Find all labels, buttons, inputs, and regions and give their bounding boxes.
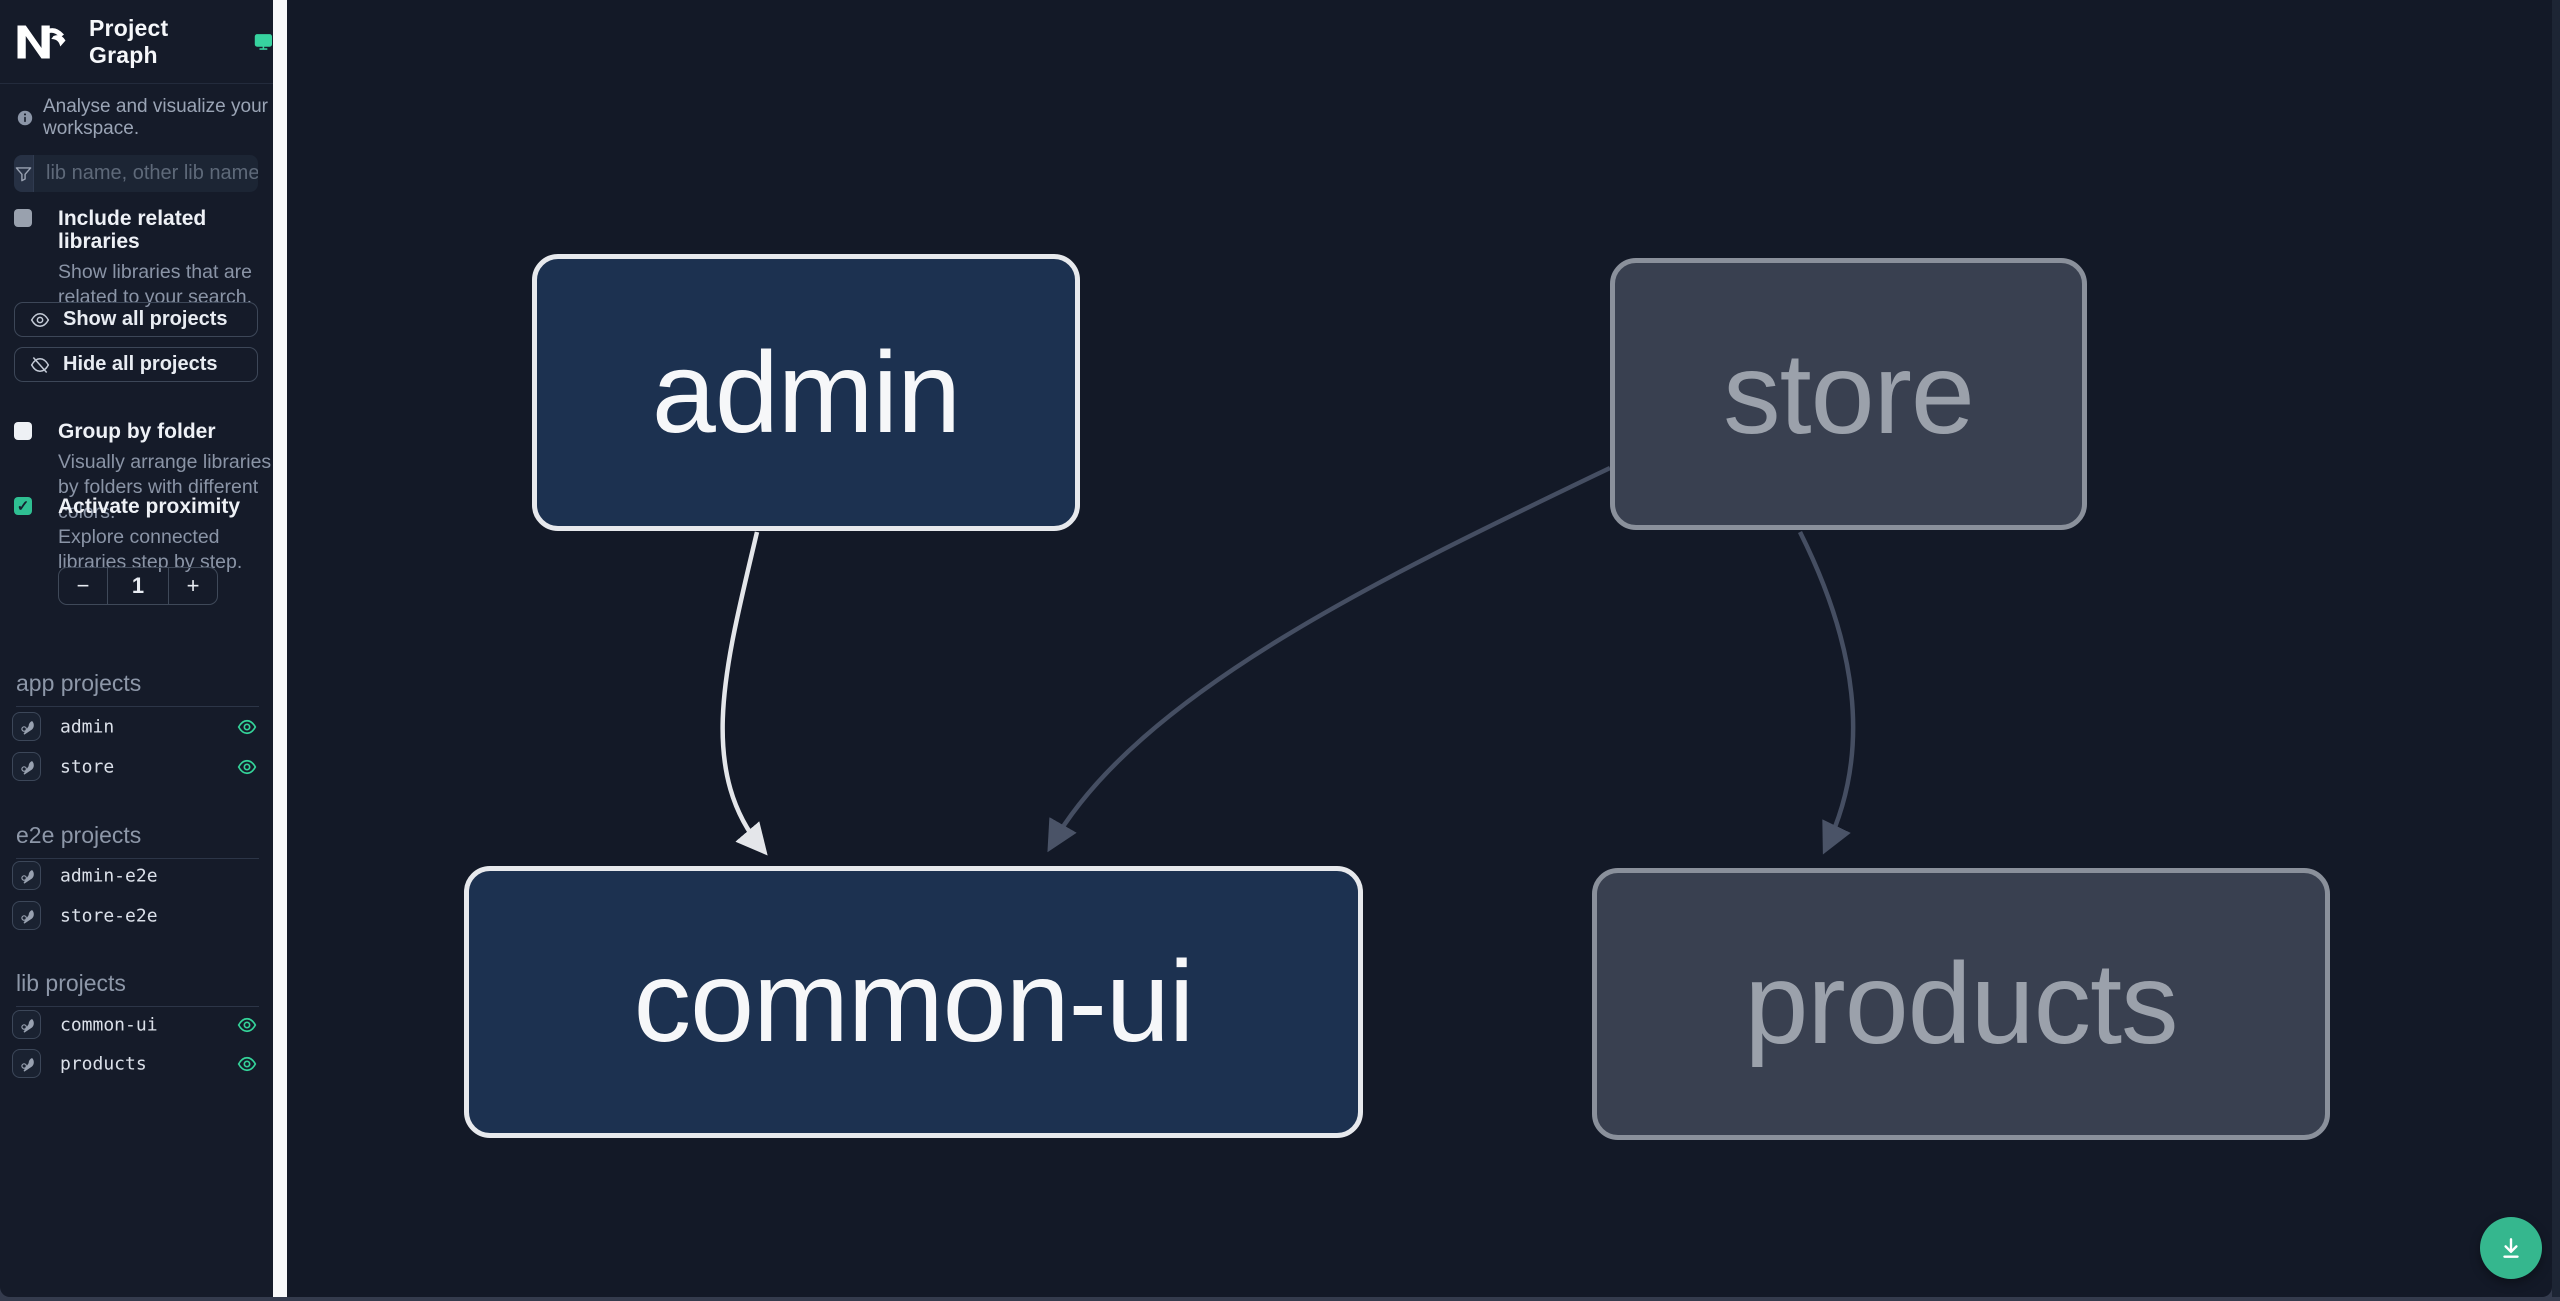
focus-project-button[interactable] [12, 901, 41, 930]
project-row-store[interactable]: store [12, 752, 261, 782]
project-row-store-e2e[interactable]: store-e2e [12, 901, 261, 931]
group-by-folder-label: Group by folder [58, 420, 216, 443]
funnel-icon [14, 155, 34, 192]
download-graph-button[interactable] [2480, 1217, 2542, 1279]
sidebar-canvas-divider [273, 0, 287, 1297]
eye-icon[interactable] [237, 1054, 257, 1074]
eye-off-icon [30, 356, 50, 373]
project-row-products[interactable]: products [12, 1049, 261, 1079]
download-icon [2503, 1238, 2519, 1258]
hide-all-label: Hide all projects [63, 353, 218, 375]
section-header-app-projects: app projects [16, 670, 259, 707]
graph-node-products[interactable]: products [1592, 868, 2330, 1140]
tagline-text: Analyse and visualize your workspace. [43, 96, 268, 139]
proximity-value: 1 [107, 568, 169, 604]
project-row-common-ui[interactable]: common-ui [12, 1010, 261, 1040]
app-title: Project Graph [89, 14, 169, 68]
proximity-stepper: − 1 + [58, 567, 218, 605]
project-name: admin [60, 716, 115, 738]
edge-store-to-common-ui [1047, 465, 1611, 853]
tagline: Analyse and visualize your workspace. [17, 96, 273, 140]
pin-icon [21, 909, 34, 924]
focus-project-button[interactable] [12, 712, 41, 741]
project-row-admin-e2e[interactable]: admin-e2e [12, 861, 261, 891]
focus-project-button[interactable] [12, 752, 41, 781]
include-related-label: Include related libraries [58, 207, 207, 254]
section-header-lib-projects: lib projects [16, 970, 259, 1007]
project-name: common-ui [60, 1014, 158, 1036]
node-label: products [1744, 940, 2178, 1068]
monitor-icon[interactable] [254, 32, 273, 52]
group-by-folder-toggle[interactable]: Group by folder Visually arrange librari… [14, 420, 271, 525]
project-row-admin[interactable]: admin [12, 712, 261, 742]
project-name: admin-e2e [60, 865, 158, 887]
pin-icon [21, 869, 34, 884]
sidebar-header: Project Graph [0, 0, 273, 84]
search-input[interactable] [34, 155, 258, 192]
node-label: admin [651, 328, 961, 457]
edge-admin-to-common-ui [720, 531, 768, 856]
info-icon [17, 110, 33, 126]
activate-proximity-label: Activate proximity [58, 495, 241, 518]
eye-icon [30, 312, 50, 327]
eye-icon[interactable] [237, 757, 257, 777]
graph-node-common-ui[interactable]: common-ui [464, 866, 1363, 1138]
include-related-toggle[interactable]: Include related libraries Show libraries… [14, 207, 259, 310]
eye-icon[interactable] [237, 1015, 257, 1035]
project-name: store [60, 756, 115, 778]
right-edge-strip [2552, 0, 2560, 1297]
focus-project-button[interactable] [12, 861, 41, 890]
section-header-e2e-projects: e2e projects [16, 822, 259, 859]
sidebar: Project Graph Analyse and visualize your… [0, 0, 273, 1297]
show-all-projects-button[interactable]: Show all projects [14, 302, 258, 337]
search-box [14, 155, 258, 192]
project-name: products [60, 1053, 147, 1075]
graph-canvas[interactable]: admin store common-ui products [287, 0, 2552, 1297]
focus-project-button[interactable] [12, 1010, 41, 1039]
proximity-increment-button[interactable]: + [186, 573, 200, 598]
hide-all-projects-button[interactable]: Hide all projects [14, 347, 258, 382]
graph-node-store[interactable]: store [1610, 258, 2087, 530]
group-by-folder-checkbox[interactable] [14, 422, 32, 440]
show-all-label: Show all projects [63, 308, 228, 330]
edge-store-to-products [1797, 530, 1856, 855]
activate-proximity-toggle[interactable]: ✓ Activate proximity Explore connected l… [14, 495, 259, 575]
group-by-folder-description: Visually arrange libraries by folders wi… [58, 451, 272, 524]
node-label: common-ui [633, 938, 1195, 1066]
eye-icon[interactable] [237, 717, 257, 737]
proximity-decrement-button[interactable]: − [76, 573, 90, 598]
pin-icon [21, 1018, 34, 1033]
include-related-checkbox[interactable] [14, 209, 32, 227]
pin-icon [21, 760, 34, 775]
graph-node-admin[interactable]: admin [532, 254, 1080, 531]
focus-project-button[interactable] [12, 1049, 41, 1078]
pin-icon [21, 1057, 34, 1072]
activate-proximity-checkbox[interactable]: ✓ [14, 497, 32, 515]
project-name: store-e2e [60, 905, 158, 927]
node-label: store [1723, 330, 1975, 458]
pin-icon [21, 720, 34, 735]
nx-logo [17, 25, 66, 58]
